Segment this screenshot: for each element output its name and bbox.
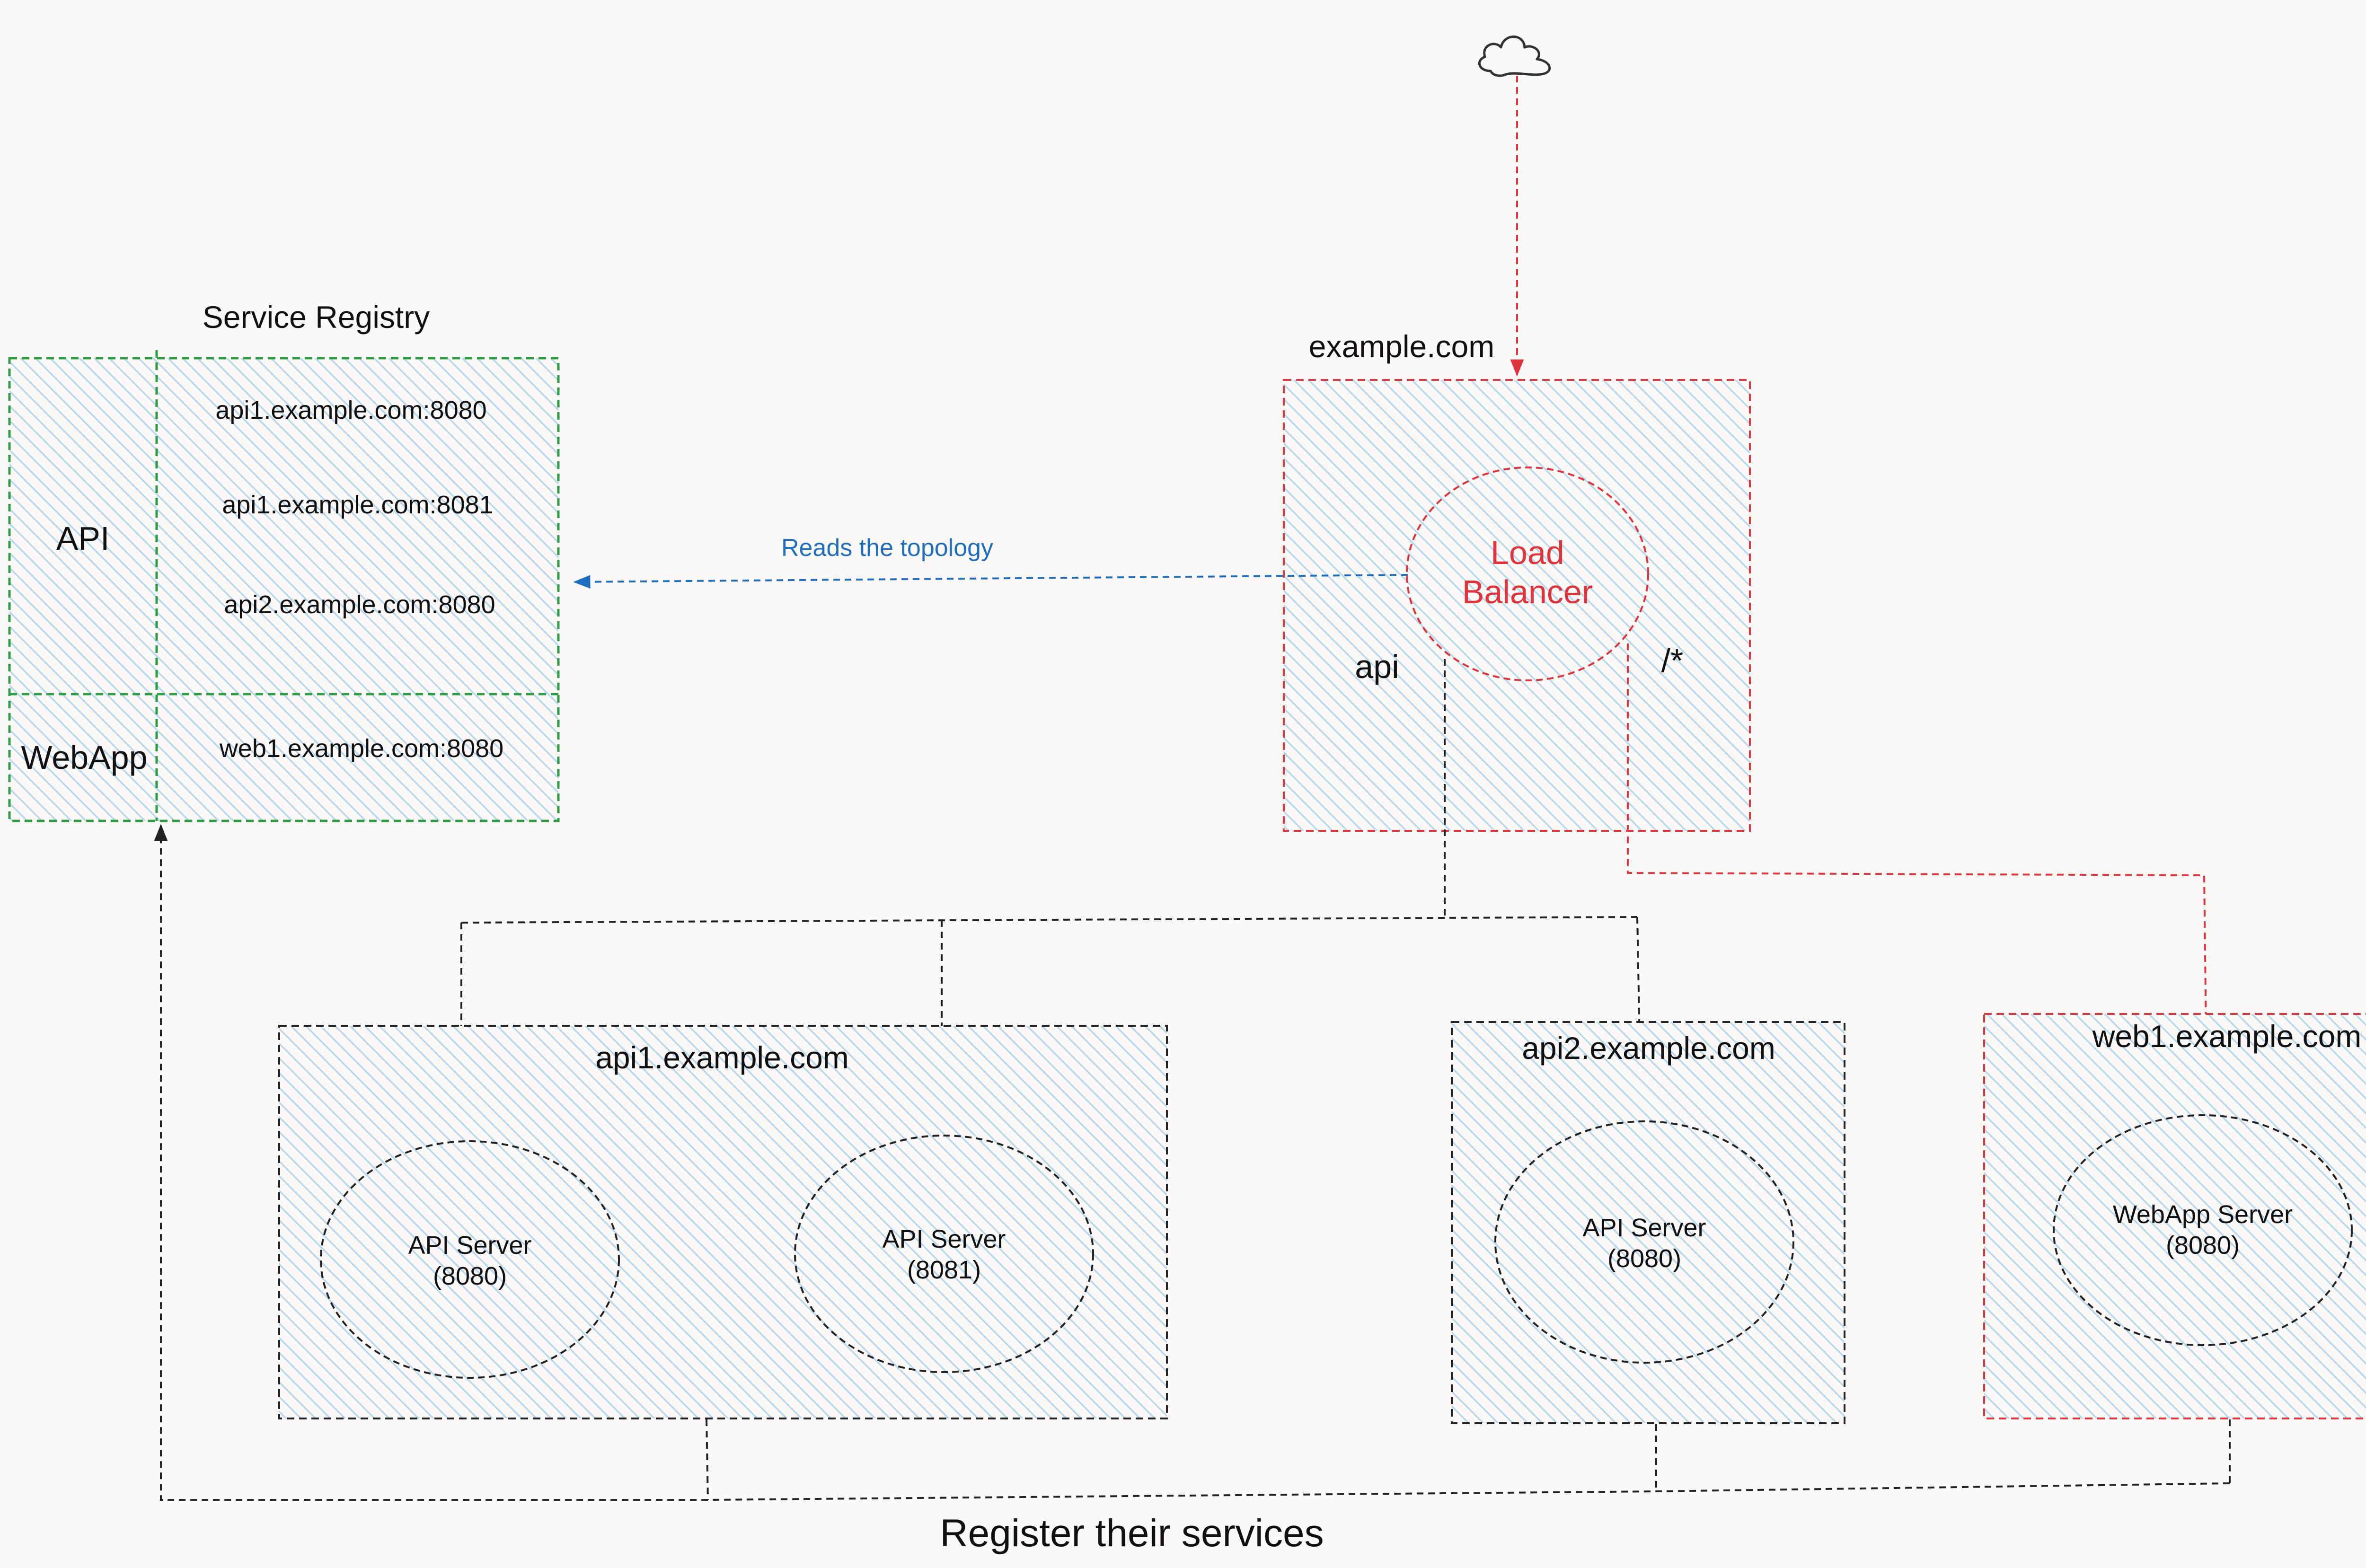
host-name: web1.example.com — [2092, 1019, 2362, 1054]
host-name: api1.example.com — [595, 1040, 849, 1075]
registry-table — [8, 357, 560, 822]
registry-entry: web1.example.com:8080 — [219, 734, 503, 763]
server-port: (8080) — [1607, 1244, 1681, 1273]
register-label: Register their services — [940, 1512, 1324, 1555]
server-port: (8081) — [907, 1256, 981, 1284]
registry-entry: api2.example.com:8080 — [224, 590, 495, 619]
registry-title: Service Registry — [203, 300, 430, 335]
server-name: WebApp Server — [2113, 1200, 2293, 1229]
register-connectors — [154, 824, 2231, 1501]
route-label-all: /* — [1661, 642, 1684, 679]
server-name: API Server — [408, 1231, 531, 1260]
server-port: (8080) — [2166, 1231, 2240, 1260]
host-web1: web1.example.com WebApp Server (8080) — [1983, 1013, 2366, 1419]
registry-service-webapp: WebApp — [21, 739, 147, 776]
registry-entry: api1.example.com:8080 — [215, 396, 486, 424]
reads-topology-connector — [573, 574, 1408, 589]
server-name: API Server — [1582, 1214, 1706, 1242]
server-port: (8080) — [433, 1262, 507, 1290]
registry-service-api: API — [56, 520, 110, 557]
api-server-node — [1494, 1120, 1794, 1364]
lb-name-line2: Balancer — [1462, 573, 1593, 610]
host-api2: api2.example.com API Server (8080) — [1451, 1021, 1845, 1424]
webapp-server-node — [2053, 1114, 2353, 1346]
route-label-api: api — [1355, 648, 1399, 685]
lb-name-line1: Load — [1491, 534, 1564, 571]
host-api1: api1.example.com API Server (8080) API S… — [278, 1025, 1168, 1419]
lb-domain-label: example.com — [1309, 329, 1495, 364]
service-registry: Service Registry API api1.example.com:80… — [8, 300, 560, 822]
load-balancer-host: example.com Load Balancer api /* — [1283, 329, 1751, 832]
api-server-node — [320, 1140, 620, 1379]
reads-topology-label: Reads the topology — [781, 534, 993, 562]
load-balancer-node — [1406, 467, 1649, 681]
cloud-icon — [1478, 35, 1551, 77]
api-server-node — [794, 1135, 1094, 1373]
registry-entry: api1.example.com:8081 — [222, 491, 493, 519]
server-name: API Server — [882, 1225, 1006, 1253]
host-name: api2.example.com — [1522, 1031, 1775, 1066]
webapp-routing-connector — [1627, 643, 2214, 1114]
